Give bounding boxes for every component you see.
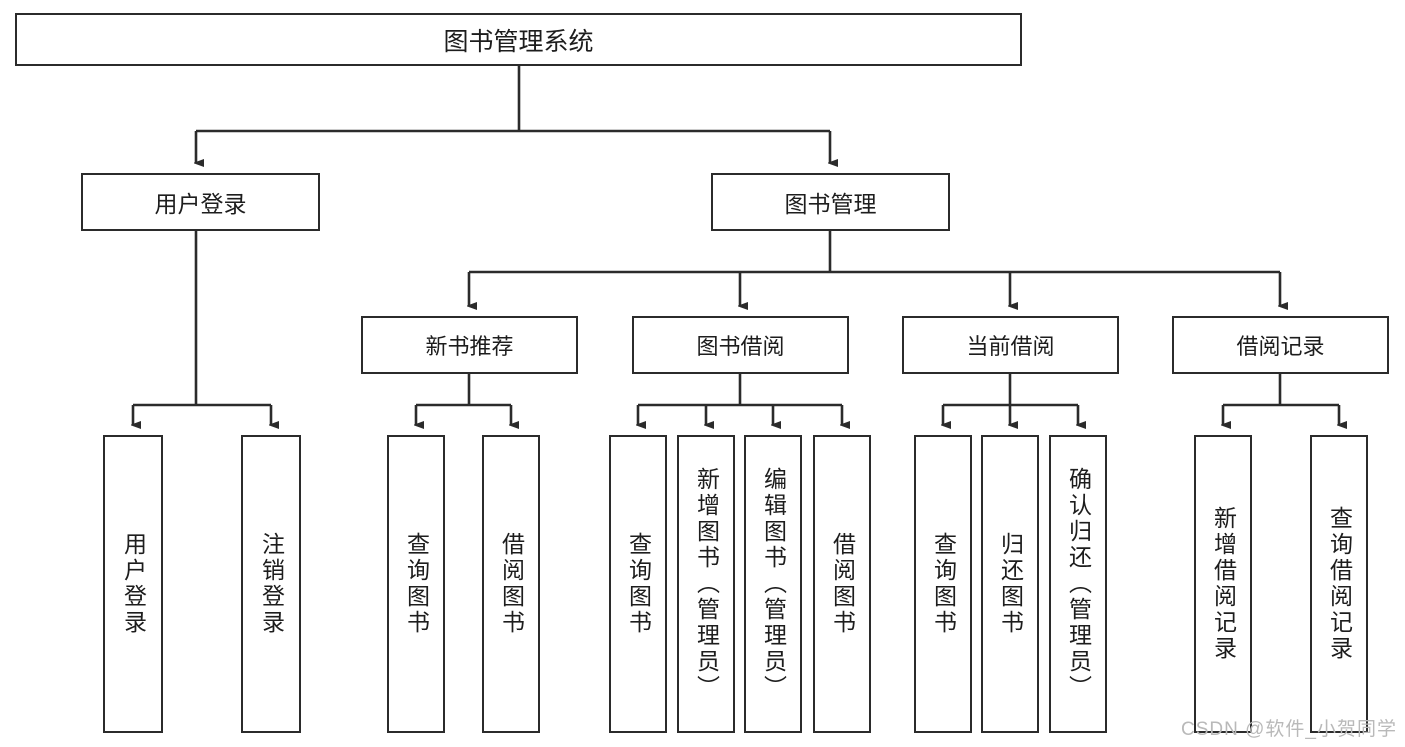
node-leaf-query-book-2-label: 查询图书 [625,532,652,636]
node-book-manage-label: 图书管理 [784,191,877,217]
node-user-login-label: 用户登录 [154,191,247,217]
node-book-manage[interactable]: 图书管理 [711,173,950,231]
node-new-book-rec[interactable]: 新书推荐 [361,316,578,374]
node-root[interactable]: 图书管理系统 [15,13,1022,66]
node-leaf-add-book-label: 新增图书（管理员） [693,467,720,701]
node-current-borrow[interactable]: 当前借阅 [902,316,1119,374]
node-leaf-query-book-2[interactable]: 查询图书 [609,435,667,733]
node-leaf-return-book[interactable]: 归还图书 [981,435,1039,733]
node-leaf-query-record-label: 查询借阅记录 [1326,506,1353,662]
node-root-label: 图书管理系统 [443,27,594,56]
node-borrow-record-label: 借阅记录 [1236,334,1325,359]
node-new-book-rec-label: 新书推荐 [425,334,514,359]
node-leaf-confirm-return[interactable]: 确认归还（管理员） [1049,435,1107,733]
node-book-borrow-label: 图书借阅 [696,334,785,359]
node-leaf-confirm-return-label: 确认归还（管理员） [1065,467,1092,701]
node-leaf-query-record[interactable]: 查询借阅记录 [1310,435,1368,733]
node-leaf-borrow-book-1[interactable]: 借阅图书 [482,435,540,733]
node-leaf-query-book-1-label: 查询图书 [403,532,430,636]
node-leaf-logout[interactable]: 注销登录 [241,435,301,733]
node-leaf-user-login-label: 用户登录 [120,532,147,636]
node-leaf-add-record-label: 新增借阅记录 [1210,506,1237,662]
node-leaf-user-login[interactable]: 用户登录 [103,435,163,733]
node-leaf-edit-book-label: 编辑图书（管理员） [760,467,787,701]
node-leaf-query-book-1[interactable]: 查询图书 [387,435,445,733]
watermark: CSDN @软件_小贺同学 [1181,719,1397,740]
node-leaf-query-book-3-label: 查询图书 [930,532,957,636]
node-borrow-record[interactable]: 借阅记录 [1172,316,1389,374]
node-leaf-add-record[interactable]: 新增借阅记录 [1194,435,1252,733]
node-leaf-edit-book[interactable]: 编辑图书（管理员） [744,435,802,733]
node-user-login[interactable]: 用户登录 [81,173,320,231]
node-leaf-borrow-book-2-label: 借阅图书 [829,532,856,636]
node-leaf-borrow-book-1-label: 借阅图书 [498,532,525,636]
node-leaf-add-book[interactable]: 新增图书（管理员） [677,435,735,733]
node-leaf-return-book-label: 归还图书 [997,532,1024,636]
node-leaf-logout-label: 注销登录 [258,532,285,636]
node-book-borrow[interactable]: 图书借阅 [632,316,849,374]
node-leaf-borrow-book-2[interactable]: 借阅图书 [813,435,871,733]
node-current-borrow-label: 当前借阅 [966,334,1055,359]
node-leaf-query-book-3[interactable]: 查询图书 [914,435,972,733]
